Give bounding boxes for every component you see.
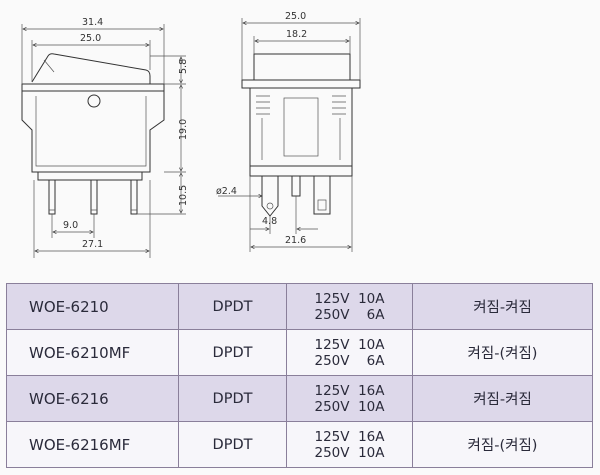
front-view-dimensions: 25.0 18.2 ø2.4 4.8 21.6 — [216, 11, 361, 252]
rating-line: 250V 10A — [314, 444, 385, 461]
rating-line: 125V 10A — [314, 336, 385, 353]
contact-cell: DPDT — [178, 421, 287, 468]
dim-side-base-width: 27.1 — [82, 239, 103, 250]
dim-side-body-height: 19.0 — [178, 119, 189, 140]
dim-side-pin-height: 10.5 — [178, 185, 189, 206]
dim-front-base-width: 21.6 — [285, 235, 306, 246]
contact-cell: DPDT — [178, 329, 287, 376]
front-view — [241, 53, 361, 217]
contact-cell: DPDT — [178, 283, 287, 330]
contact-cell: DPDT — [178, 375, 287, 422]
model-cell: WOE-6216 — [6, 375, 179, 422]
rating-line: 125V 10A — [314, 290, 385, 307]
action-cell: 켜짐-켜짐 — [412, 375, 593, 422]
dim-side-inner-width: 25.0 — [80, 33, 101, 44]
dim-front-top-width: 25.0 — [285, 11, 306, 22]
model-cell: WOE-6216MF — [6, 421, 179, 468]
rating-line: 250V 6A — [314, 306, 385, 323]
dim-front-inner-width: 18.2 — [286, 29, 307, 40]
model-cell: WOE-6210MF — [6, 329, 179, 376]
rating-line: 125V 16A — [314, 382, 385, 399]
rating-line: 125V 16A — [314, 428, 385, 445]
dim-side-top-width: 31.4 — [82, 17, 103, 28]
side-view — [21, 53, 165, 215]
dim-front-pin-pitch: 4.8 — [262, 216, 277, 227]
action-cell: 켜짐-(켜짐) — [412, 421, 593, 468]
dimension-drawing: 31.4 25.0 5.8 19.0 10.5 9.0 27.1 — [21, 11, 361, 258]
dim-side-cap-height: 5.8 — [178, 59, 189, 74]
action-cell: 켜짐-켜짐 — [412, 283, 593, 330]
dim-front-pin-diameter: ø2.4 — [216, 186, 237, 197]
dim-side-pin-offset: 9.0 — [63, 220, 78, 231]
model-cell: WOE-6210 — [6, 283, 179, 330]
rating-line: 250V 6A — [314, 352, 385, 369]
rating-line: 250V 10A — [314, 398, 385, 415]
action-cell: 켜짐-(켜짐) — [412, 329, 593, 376]
side-view-dimensions: 31.4 25.0 5.8 19.0 10.5 9.0 27.1 — [21, 17, 189, 258]
